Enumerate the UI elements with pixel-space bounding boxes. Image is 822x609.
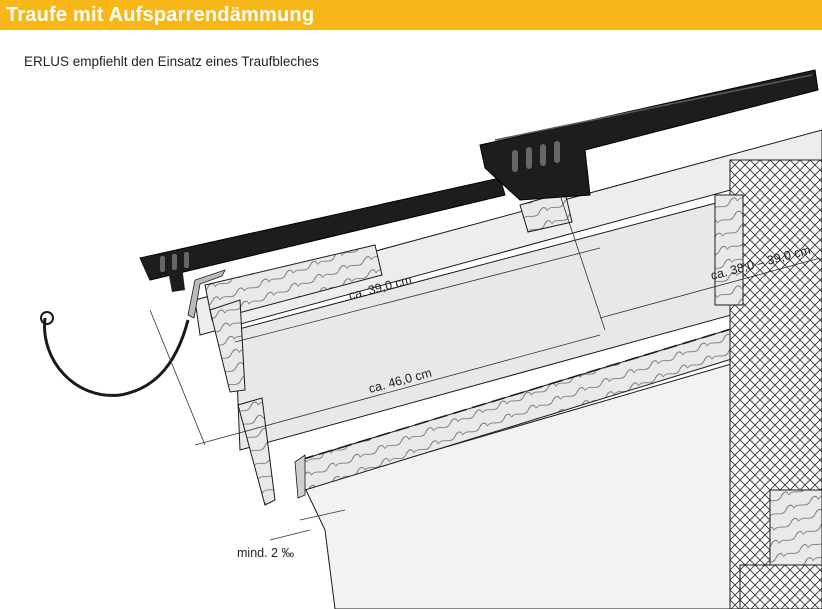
- gutter-slope-label: mind. 2 ‰: [237, 546, 294, 560]
- wall-ring: [739, 564, 822, 609]
- eave-flashing: [187, 269, 226, 319]
- wall-beam: [769, 489, 822, 571]
- insulation-layer: [234, 174, 822, 451]
- dimension-lines: [149, 194, 821, 541]
- page-title: Traufe mit Aufsparrendämmung: [6, 3, 315, 26]
- eave-board-lower: [237, 397, 276, 506]
- eave-board-upper: [209, 299, 246, 393]
- gutter: [43, 317, 190, 397]
- header-bar: Traufe mit Aufsparrendämmung: [0, 0, 822, 30]
- gutter-bead-icon: [40, 311, 54, 325]
- recommendation-note: ERLUS empfiehlt den Einsatz eines Traufb…: [24, 54, 319, 69]
- soffit-board: [304, 359, 746, 609]
- fascia-board: [204, 244, 383, 321]
- wall-plate: [714, 194, 744, 306]
- counter-batten: [194, 129, 822, 336]
- tile-ribs-upper: [512, 141, 560, 172]
- tile-ribs-lower: [160, 252, 189, 272]
- roof-tile-upper: [479, 69, 819, 201]
